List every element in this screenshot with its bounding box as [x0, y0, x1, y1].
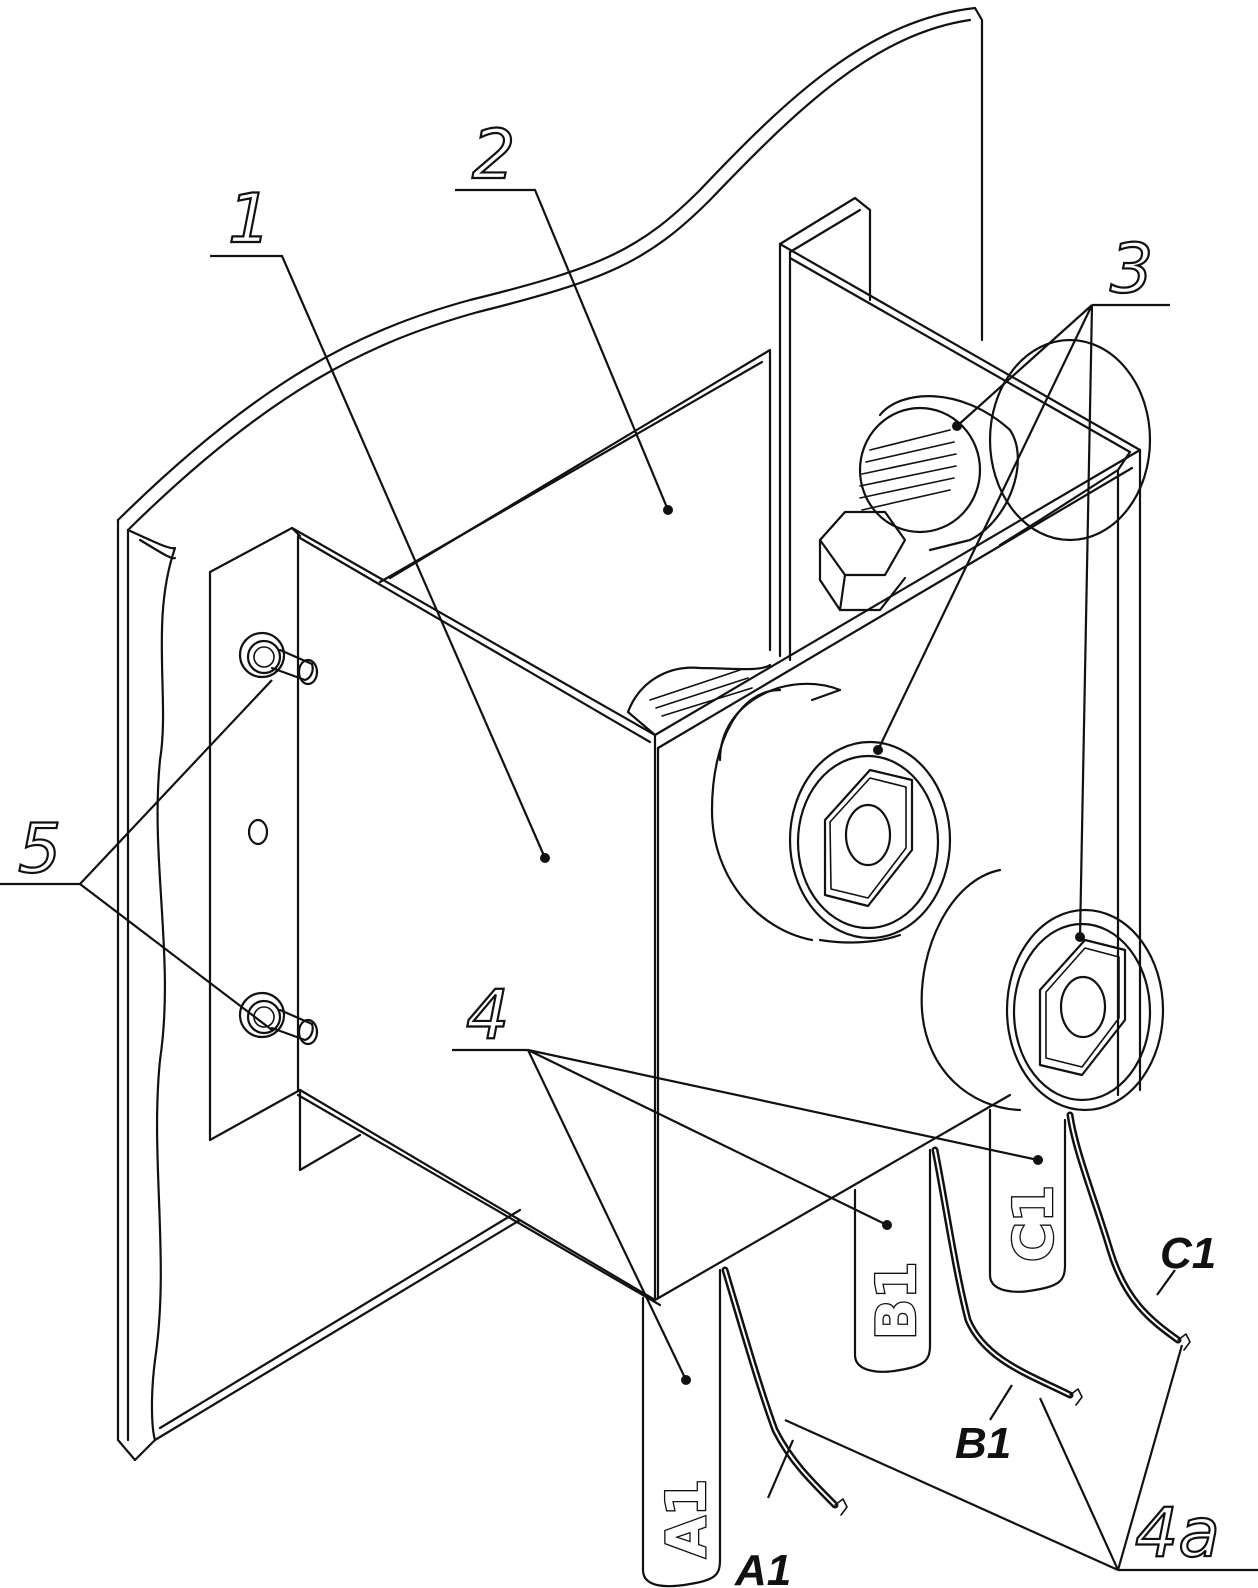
- wire-a1: [721, 1266, 848, 1516]
- terminal-tag-a1: A1: [641, 1268, 722, 1588]
- leader-lines: [0, 188, 1258, 1572]
- fastener-bolt-top: [238, 631, 319, 686]
- sensor-upper: [710, 682, 952, 944]
- wire-label-c1: C1: [1160, 1229, 1216, 1278]
- leader-dots: [540, 421, 1085, 1385]
- wire-label-a1: A1: [734, 1546, 791, 1588]
- terminal-tag-a1-label: A1: [655, 1479, 718, 1558]
- stud-assembly-bottom: [626, 663, 772, 737]
- callout-2: 2: [472, 116, 515, 195]
- terminal-tag-c1-label: C1: [1002, 1185, 1065, 1262]
- wire-label-b1: B1: [955, 1419, 1011, 1468]
- bracket-1: [208, 448, 1142, 1307]
- terminal-tag-c1: C1: [988, 1108, 1066, 1293]
- callout-4: 4: [466, 976, 509, 1055]
- terminal-tag-b1-label: B1: [865, 1261, 928, 1340]
- wire-c1: [1066, 1111, 1191, 1351]
- callout-1: 1: [228, 180, 271, 259]
- support-plate: [116, 6, 984, 1462]
- callout-5: 5: [18, 810, 61, 889]
- callout-4a: 4a: [1135, 1494, 1220, 1573]
- stud-assembly-top: [818, 338, 1152, 612]
- fastener-bolt-bottom: [238, 991, 319, 1046]
- callout-3: 3: [1110, 230, 1153, 309]
- wire-b1: [931, 1146, 1083, 1406]
- terminal-tag-b1: B1: [853, 1148, 932, 1373]
- mounting-hole: [247, 818, 269, 846]
- sensor-lower: [920, 868, 1165, 1112]
